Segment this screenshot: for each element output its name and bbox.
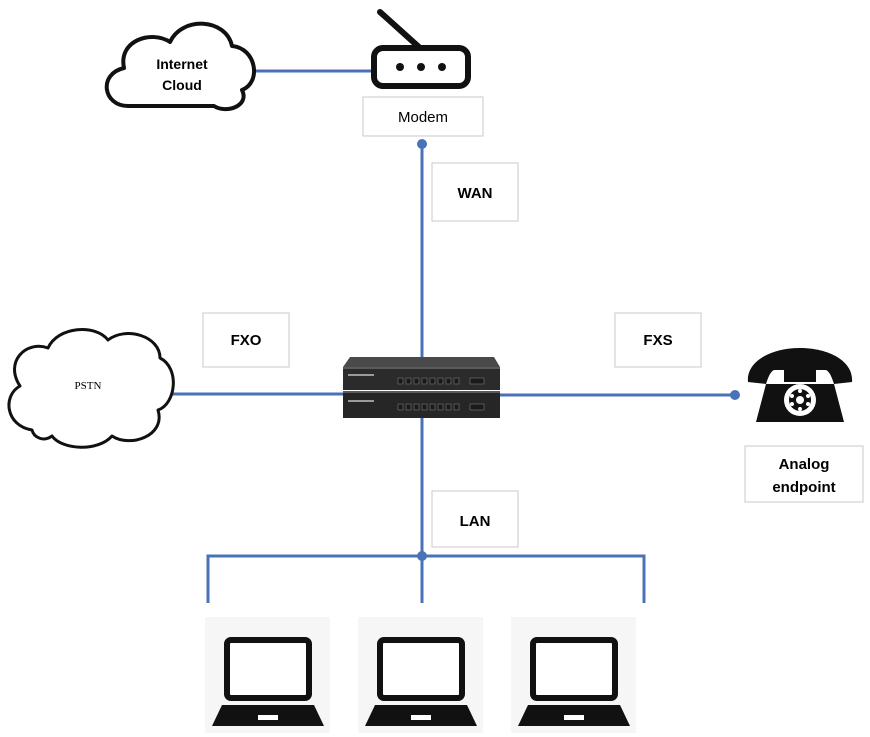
laptop-icon: [365, 637, 477, 726]
internet-cloud: Internet Cloud: [104, 21, 256, 112]
analog-endpoint-label-line2: endpoint: [772, 479, 835, 496]
internet-cloud-label-line2: Cloud: [162, 77, 202, 93]
lan-bus: [206, 554, 646, 603]
fxo-label-box: [202, 312, 290, 368]
analog-endpoint-label-box: [744, 445, 864, 503]
fxo-label-group: FXO: [202, 312, 290, 368]
internet-cloud-label-line1: Internet: [156, 56, 208, 72]
modem: Modem: [362, 9, 484, 137]
cloud-icon: [104, 21, 256, 112]
fxs-label-box: [614, 312, 702, 368]
fxs-label-group: FXS: [614, 312, 702, 368]
telephone-icon: [747, 348, 853, 422]
fxs-label: FXS: [643, 332, 672, 349]
laptop-2: [358, 617, 483, 733]
lan-junction-dot: [417, 551, 427, 561]
modem-label: Modem: [398, 109, 448, 126]
wan-label: WAN: [458, 185, 493, 202]
wan-label-group: WAN: [431, 162, 519, 222]
pstn-label: PSTN: [75, 380, 102, 392]
modem-label-box: [362, 96, 484, 137]
laptop-3: [511, 617, 636, 733]
fxo-label: FXO: [231, 332, 262, 349]
pstn-cloud: PSTN: [7, 328, 175, 449]
router-icon: [371, 9, 471, 89]
pbx-gateway: [343, 357, 500, 418]
wan-endpoint-dot: [417, 139, 427, 149]
lan-label-group: LAN: [431, 490, 519, 548]
laptop-icon: [212, 637, 324, 726]
fxs-endpoint-dot: [730, 390, 740, 400]
laptop-icon: [518, 637, 630, 726]
laptop-1: [205, 617, 330, 733]
pstn-cloud-icon: [7, 328, 175, 449]
wan-label-box: [431, 162, 519, 222]
pbx-gateway-icon: [343, 357, 500, 418]
analog-endpoint-label-line1: Analog: [779, 456, 830, 473]
analog-endpoint: Analog endpoint: [744, 348, 864, 503]
lan-label-box: [431, 490, 519, 548]
lan-label: LAN: [460, 513, 491, 530]
